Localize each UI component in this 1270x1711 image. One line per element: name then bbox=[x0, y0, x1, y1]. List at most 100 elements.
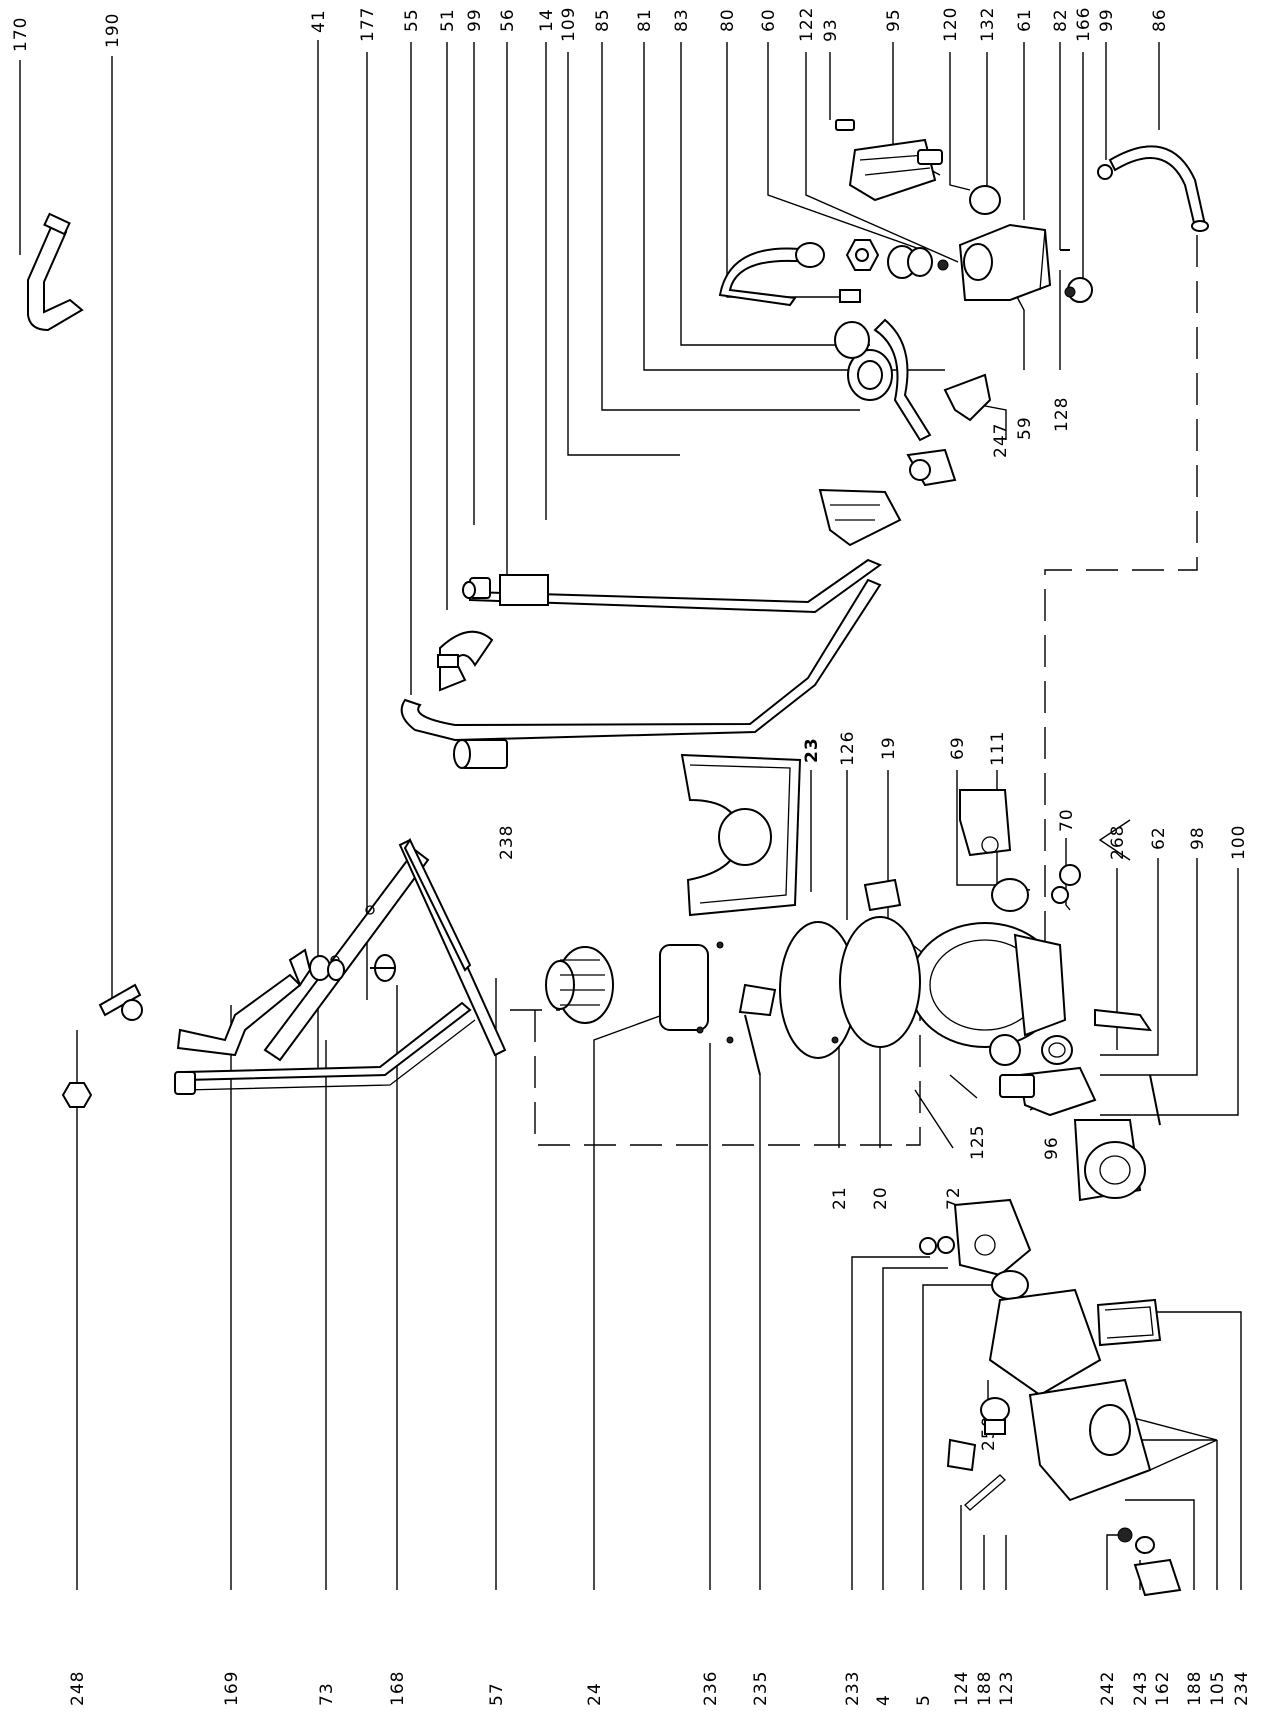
part-label: 188 bbox=[975, 1671, 995, 1706]
part-label: 268 bbox=[1108, 825, 1128, 860]
part-96-motor bbox=[1073, 1119, 1146, 1202]
part-label: 120 bbox=[941, 7, 961, 42]
part-235-bracket bbox=[738, 983, 777, 1076]
part-label: 61 bbox=[1015, 8, 1035, 32]
part-label: 111 bbox=[988, 731, 1008, 766]
part-label: 190 bbox=[103, 13, 123, 48]
part-190-connector bbox=[98, 983, 143, 1021]
part-label: 14 bbox=[537, 8, 557, 32]
part-label: 166 bbox=[1074, 7, 1094, 42]
part-label: 124 bbox=[952, 1671, 972, 1706]
part-109-valve bbox=[906, 448, 957, 487]
part-label: 242 bbox=[1098, 1671, 1118, 1706]
part-label: 243 bbox=[1131, 1671, 1151, 1706]
part-248-nut bbox=[61, 1082, 93, 1108]
part-label: 170 bbox=[11, 17, 31, 52]
part-label: 5 bbox=[914, 1694, 934, 1706]
part-80-hose bbox=[718, 242, 861, 307]
assembly-dashed-lines bbox=[510, 235, 1198, 1146]
middle-callout-labels: 238 23 126 19 69 111 70 268 62 98 100 bbox=[497, 731, 1249, 860]
part-label: 81 bbox=[635, 8, 655, 32]
part-124-sensor bbox=[946, 1438, 977, 1472]
part-73-spray-pipe bbox=[174, 1001, 476, 1095]
part-170-pipe bbox=[27, 212, 84, 332]
part-166-valve bbox=[1064, 277, 1093, 303]
part-85-hose bbox=[873, 318, 932, 442]
part-95-module bbox=[848, 138, 937, 202]
part-57-spray-arm bbox=[398, 837, 507, 1057]
part-126-connector bbox=[863, 878, 902, 912]
part-120-sensor bbox=[917, 149, 943, 165]
part-label: 80 bbox=[718, 8, 738, 32]
part-label: 168 bbox=[388, 1671, 408, 1706]
part-label: 126 bbox=[838, 731, 858, 766]
part-label: 98 bbox=[1188, 826, 1208, 850]
part-label: 177 bbox=[358, 7, 378, 42]
part-label: 236 bbox=[701, 1671, 721, 1706]
part-label: 96 bbox=[1042, 1136, 1062, 1160]
part-24-filter bbox=[545, 944, 709, 1031]
part-label: 19 bbox=[879, 736, 899, 760]
part-61-pump-housing bbox=[958, 223, 1052, 301]
part-label: 162 bbox=[1153, 1671, 1173, 1706]
part-60-cap bbox=[845, 239, 880, 271]
part-188-wire bbox=[964, 1474, 1006, 1511]
part-label: 109 bbox=[559, 7, 579, 42]
part-100-pin bbox=[1149, 1074, 1161, 1126]
part-label: 122 bbox=[797, 7, 817, 42]
part-label: 60 bbox=[759, 8, 779, 32]
leader-lines bbox=[19, 40, 1242, 1590]
part-70-plugs bbox=[1051, 864, 1081, 904]
part-268-cable bbox=[1094, 1008, 1152, 1032]
part-5-ring bbox=[991, 1270, 1029, 1300]
part-72-gear bbox=[989, 1034, 1021, 1066]
part-51-elbow bbox=[437, 630, 494, 692]
part-238-sleeve bbox=[453, 739, 508, 769]
part-14-clip bbox=[818, 488, 902, 547]
part-132-cap bbox=[969, 185, 1001, 215]
part-55-long-pipe bbox=[400, 578, 882, 742]
part-125-heater bbox=[999, 1074, 1035, 1098]
part-label: 4 bbox=[874, 1694, 894, 1706]
part-83-oring bbox=[834, 321, 870, 359]
part-label: 99 bbox=[1097, 8, 1117, 32]
part-69-ring bbox=[991, 878, 1029, 912]
part-122-spring bbox=[937, 259, 949, 271]
part-label: 248 bbox=[68, 1671, 88, 1706]
part-236-screws bbox=[696, 941, 839, 1044]
part-233-orings bbox=[919, 1236, 955, 1255]
part-label: 132 bbox=[978, 7, 998, 42]
part-250-switch bbox=[980, 1397, 1010, 1435]
part-62-seal bbox=[1041, 1035, 1073, 1065]
part-label: 21 bbox=[830, 1186, 850, 1210]
part-label: 69 bbox=[948, 736, 968, 760]
part-label: 93 bbox=[821, 18, 841, 42]
part-label: 70 bbox=[1057, 808, 1077, 832]
part-20-ring bbox=[839, 916, 921, 1048]
part-label: 57 bbox=[487, 1682, 507, 1706]
upper-callout-labels: 59 128 247 bbox=[991, 397, 1072, 458]
part-label: 234 bbox=[1232, 1671, 1252, 1706]
part-177-arm bbox=[263, 848, 430, 1062]
part-19-sump bbox=[909, 922, 1067, 1048]
part-23-gasket bbox=[680, 753, 802, 917]
part-label: 62 bbox=[1149, 826, 1169, 850]
part-4-valve-body bbox=[953, 1198, 1032, 1277]
top-labels: 170 190 41 177 55 51 99 56 14 109 85 81 … bbox=[11, 7, 1170, 52]
part-label: 105 bbox=[1208, 1671, 1228, 1706]
part-label: 125 bbox=[968, 1125, 988, 1160]
part-162-valve bbox=[1133, 1558, 1182, 1597]
part-label: 100 bbox=[1229, 825, 1249, 860]
part-105-pump-body bbox=[988, 1288, 1152, 1502]
part-81-gasket bbox=[847, 349, 893, 401]
part-128-oring bbox=[907, 247, 933, 277]
part-label: 128 bbox=[1052, 397, 1072, 432]
part-247-bracket bbox=[943, 373, 992, 422]
part-label: 95 bbox=[884, 8, 904, 32]
part-98-pump-cover bbox=[1018, 1066, 1097, 1117]
bottom-labels: 248 169 73 168 57 24 236 235 233 4 5 124… bbox=[68, 1671, 1252, 1706]
part-234-gasket bbox=[1096, 1298, 1162, 1347]
part-41-washer bbox=[309, 955, 345, 981]
part-label: 188 bbox=[1185, 1671, 1205, 1706]
